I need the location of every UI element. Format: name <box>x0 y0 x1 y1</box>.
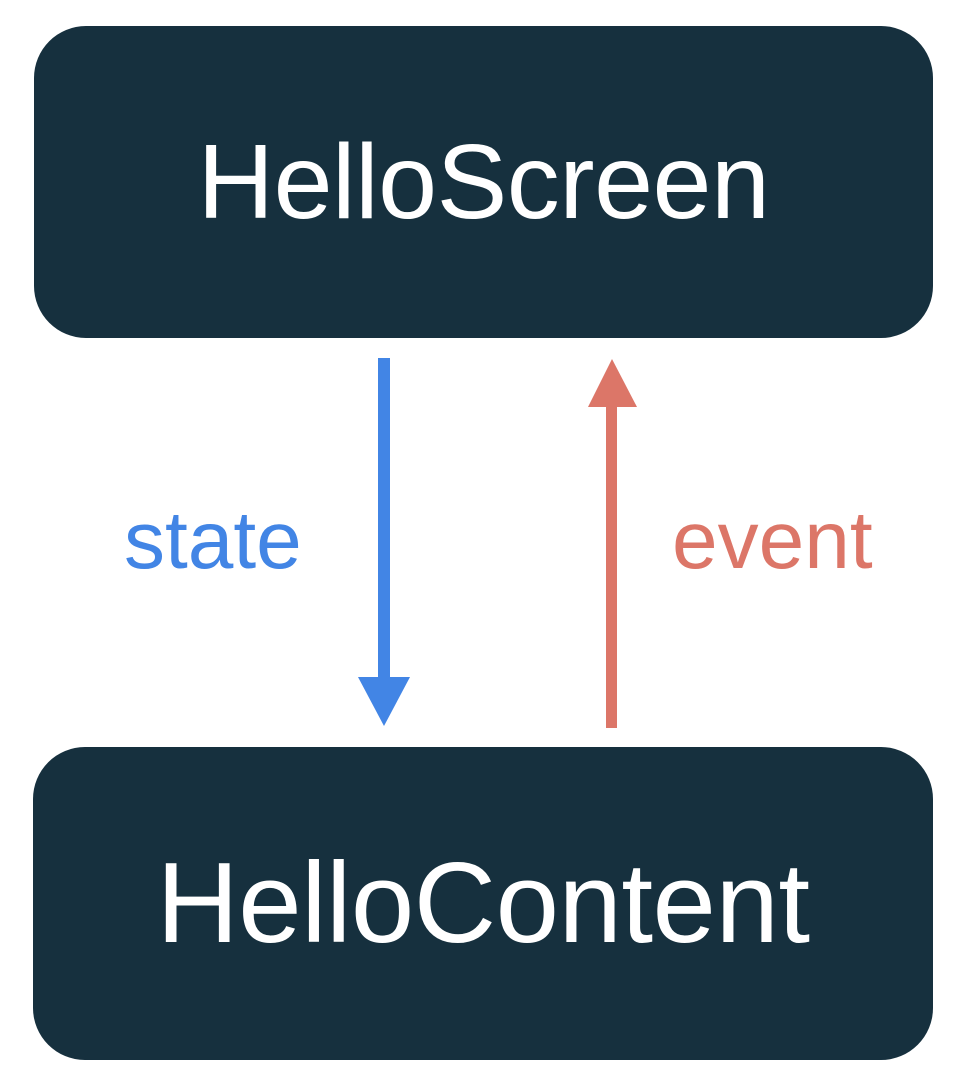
node-hello-screen[interactable]: HelloScreen <box>34 26 933 338</box>
edge-label-event: event <box>672 495 873 586</box>
node-hello-screen-label: HelloScreen <box>197 123 770 241</box>
node-hello-content-label: HelloContent <box>156 839 810 967</box>
state-arrow-down-icon <box>358 358 410 726</box>
node-hello-content[interactable]: HelloContent <box>33 747 933 1060</box>
event-arrow-up-icon <box>588 359 637 728</box>
edge-label-state: state <box>124 495 302 586</box>
